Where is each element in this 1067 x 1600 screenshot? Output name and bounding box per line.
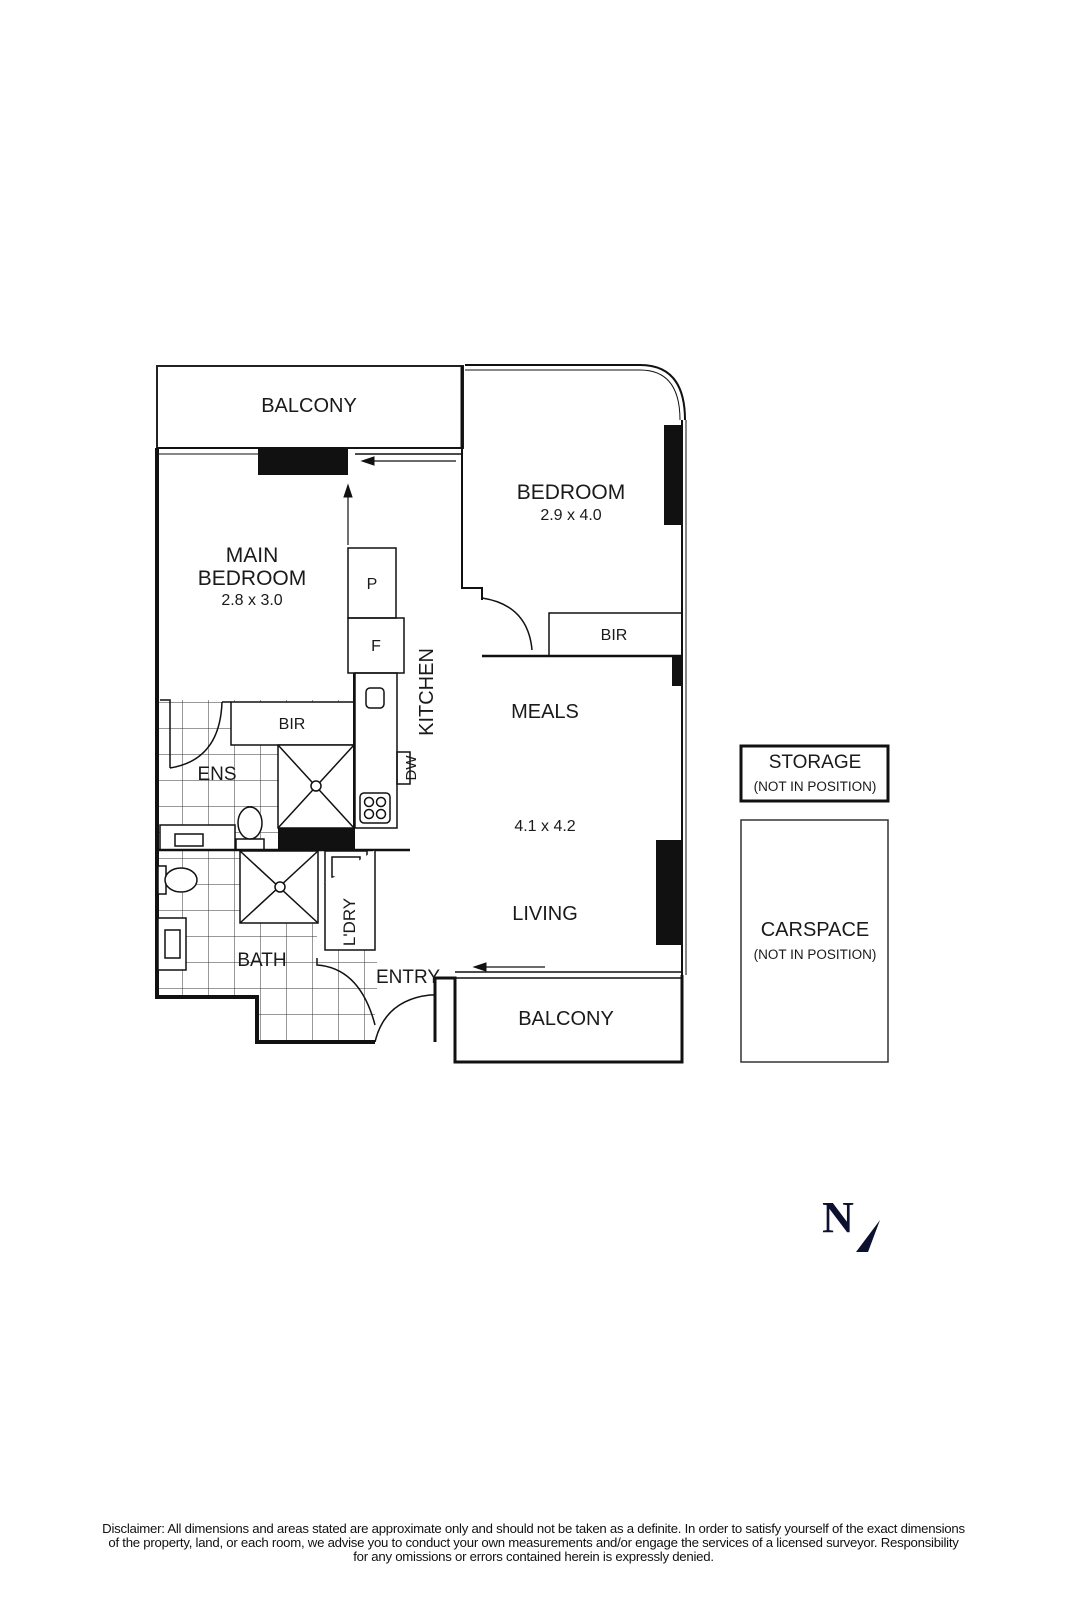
ensuite-shower: [277, 744, 355, 829]
laundry-label: L'DRY: [340, 898, 359, 946]
bedroom-label: BEDROOM: [517, 481, 626, 504]
entry-label: ENTRY: [376, 967, 440, 988]
living-size: 4.1 x 4.2: [514, 818, 575, 835]
pantry-label: P: [367, 576, 378, 593]
ensuite-fixtures: [159, 806, 265, 851]
bir-bedroom-box: [548, 612, 683, 657]
storage-note: (NOT IN POSITION): [754, 779, 877, 794]
bir-main-box: [230, 701, 355, 746]
ensuite-door: [160, 699, 231, 769]
laundry: [324, 850, 376, 951]
carspace-box: [740, 819, 889, 1063]
sliding-door-arrows: [343, 456, 545, 972]
living-label: LIVING: [512, 903, 578, 925]
storage-box: [739, 744, 890, 803]
north-arrow-icon: N: [822, 1193, 880, 1252]
disclaimer: Disclaimer: All dimensions and areas sta…: [0, 1522, 1067, 1564]
kitchen-bench: [354, 672, 411, 829]
bir-bedroom-label: BIR: [601, 627, 628, 644]
carspace-label: CARSPACE: [761, 919, 870, 941]
disclaimer-line-2: of the property, land, or each room, we …: [108, 1535, 959, 1550]
bedroom-door: [481, 597, 533, 651]
bir-main-label: BIR: [279, 716, 306, 733]
disclaimer-line-1: Disclaimer: All dimensions and areas sta…: [102, 1521, 965, 1536]
dishwasher-label: DW: [403, 755, 420, 781]
meals-label: MEALS: [511, 701, 579, 723]
fridge-label: F: [371, 638, 381, 655]
kitchen-label: KITCHEN: [416, 648, 438, 736]
disclaimer-line-3: for any omissions or errors contained he…: [353, 1549, 714, 1564]
compass-label: N: [822, 1193, 854, 1242]
main-bedroom-label-2: BEDROOM: [198, 567, 307, 590]
solid-wall-blocks: [258, 425, 682, 945]
main-bedroom-label-1: MAIN: [226, 544, 279, 567]
balcony-bottom-label: BALCONY: [518, 1008, 614, 1030]
balcony-top-label: BALCONY: [261, 395, 357, 417]
entry-doors: [316, 958, 435, 1043]
bath-shower: [239, 850, 319, 924]
main-bedroom-size: 2.8 x 3.0: [221, 592, 282, 609]
storage-label: STORAGE: [769, 752, 862, 773]
bath-label: BATH: [237, 950, 286, 971]
ensuite-label: ENS: [197, 764, 236, 785]
bedroom-size: 2.9 x 4.0: [540, 507, 601, 524]
bath-fixtures: [157, 865, 198, 971]
carspace-note: (NOT IN POSITION): [754, 947, 877, 962]
